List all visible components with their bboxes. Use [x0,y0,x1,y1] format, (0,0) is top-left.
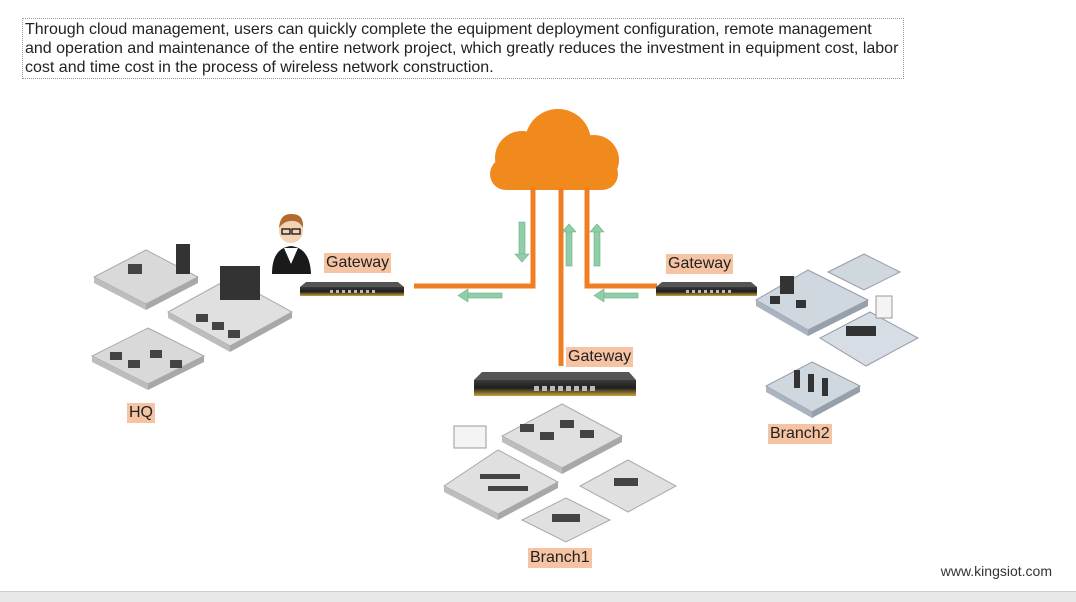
person-icon [272,213,311,274]
arrow-left-icon [457,288,503,303]
hq-office-icon [90,244,294,390]
branch2-office-icon [754,253,920,418]
data-flow-arrows [457,221,639,303]
site-label-branch1: Branch1 [528,548,592,568]
gateway-device-icon [656,282,757,296]
intro-text: Through cloud management, users can quic… [22,18,904,79]
branch1-office-icon [443,403,678,543]
site-label-hq: HQ [127,403,155,423]
arrow-down-icon [514,221,530,263]
gateway-label-right: Gateway [666,254,734,274]
cloud-icon [490,109,619,190]
gateway-device-icon [300,282,404,296]
gateway-label-left: Gateway [324,253,392,273]
website-url: www.kingsiot.com [940,563,1052,579]
gateway-device-icon [474,372,636,396]
arrow-up-icon [561,223,577,267]
arrow-left-icon [593,288,639,303]
bottom-bar [0,591,1076,602]
site-label-branch2: Branch2 [768,424,832,444]
arrow-up-icon [589,223,605,267]
gateway-label-center: Gateway [566,347,634,367]
network-links [414,188,657,366]
